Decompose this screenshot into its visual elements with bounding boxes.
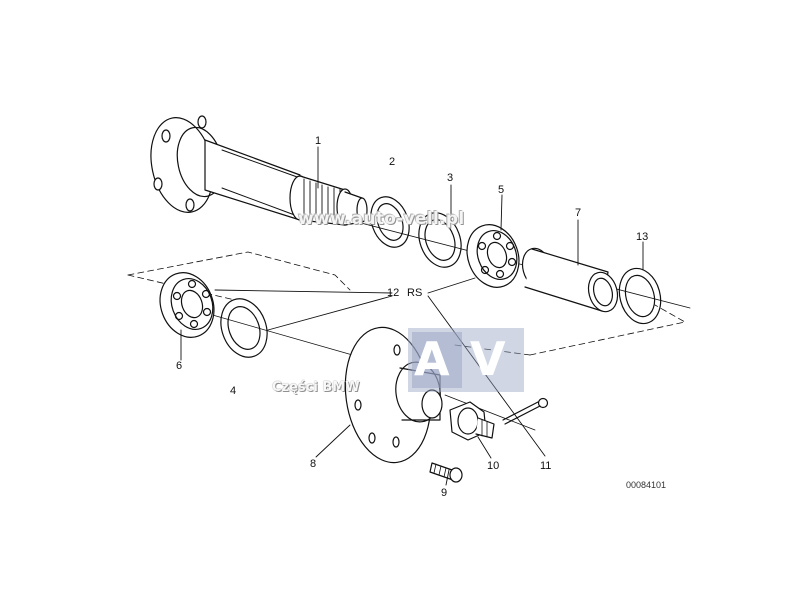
seal-ring-2 — [370, 196, 410, 248]
spacer-sleeve-7 — [521, 247, 619, 313]
callout-1: 1 — [315, 135, 322, 147]
callout-11: 11 — [540, 460, 552, 472]
callout-9: 9 — [441, 487, 448, 499]
cotter-pin-11 — [502, 397, 549, 425]
spacer-ring-3 — [418, 212, 462, 268]
callout-13: 13 — [636, 231, 649, 243]
callout-10: 10 — [487, 460, 500, 472]
callout-4: 4 — [230, 385, 237, 397]
callout-8: 8 — [310, 458, 317, 470]
drawing-code: 00084101 — [626, 480, 667, 490]
av-watermark-logo — [408, 328, 524, 392]
ball-bearing-6 — [159, 272, 215, 338]
ball-bearing-5 — [466, 224, 520, 288]
wheel-hub-8 — [344, 326, 443, 464]
callout-12: 12 — [387, 287, 400, 299]
drive-flange-shaft — [150, 115, 368, 226]
castle-nut-10 — [449, 401, 495, 441]
callout-5: 5 — [498, 184, 505, 196]
seal-ring-13 — [618, 267, 662, 325]
av-letter-v: V — [470, 332, 506, 386]
callout-7: 7 — [575, 207, 582, 219]
seal-ring-4 — [220, 298, 268, 358]
callout-2: 2 — [389, 156, 396, 168]
url-watermark: www.auto-vell.pl — [298, 209, 465, 229]
parts-watermark: Części BMW — [272, 380, 360, 395]
wheel-bolt-9 — [429, 462, 463, 483]
callout-3: 3 — [447, 172, 454, 184]
callout-6: 6 — [176, 360, 183, 372]
callout-rs: RS — [407, 287, 423, 299]
av-letter-a: A — [414, 332, 450, 386]
leader-lines — [180, 146, 644, 486]
